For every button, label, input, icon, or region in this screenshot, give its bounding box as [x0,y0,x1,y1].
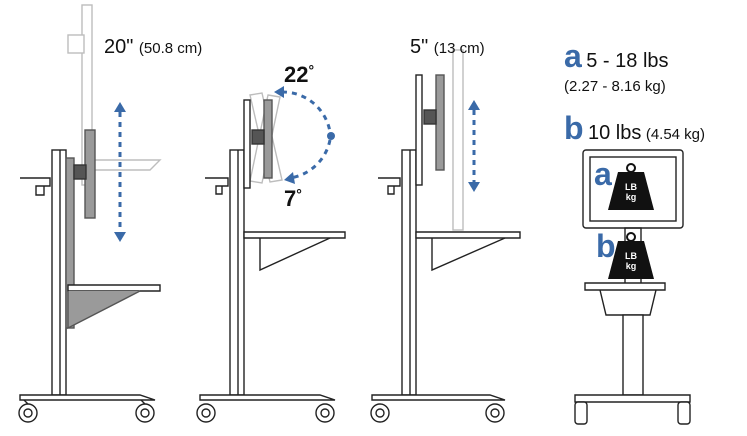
tilt-up-value: 22 [284,62,309,87]
cart-small-adjust [370,49,521,423]
height-adjust-metric: (50.8 cm) [138,40,203,57]
small-adjust-metric: (13 cm) [433,40,485,57]
capacity-b-letter: b [564,110,584,146]
degree-symbol: ° [296,186,302,202]
capacity-b-value: 10 lbs [588,122,642,144]
small-arrow-icon [468,100,480,192]
small-adjust-value: 5" [410,36,429,58]
weight-label-a: LB kg [622,182,640,202]
capacity-a: a 5 - 18 lbs [564,40,669,73]
tilt-up-label: 22° [284,62,314,88]
capacity-a-letter: a [564,38,582,74]
weight-b-line2: kg [625,261,637,271]
degree-symbol: ° [308,62,315,78]
cart-tilt [196,92,346,423]
tilt-arrow-icon [274,86,335,184]
weight-b-line1: LB [625,251,637,261]
height-adjust-label: 20" (50.8 cm) [104,36,202,59]
height-arrow-icon [114,102,126,242]
capacity-b: b 10 lbs (4.54 kg) [564,112,705,145]
tilt-down-label: 7° [284,186,302,212]
cart-height-adjust [18,4,162,423]
height-adjust-value: 20" [104,36,134,58]
weight-icon-a [608,163,654,210]
front-letter-a: a [594,156,612,192]
capacity-b-metric: (4.54 kg) [645,126,706,143]
weight-icon-b [608,232,654,279]
weight-a-line1: LB [625,182,637,192]
small-adjust-label: 5" (13 cm) [410,36,485,59]
capacity-a-value: 5 - 18 lbs [586,50,669,72]
tilt-down-value: 7 [284,186,297,211]
weight-a-line2: kg [625,192,637,202]
capacity-a-metric: (2.27 - 8.16 kg) [564,78,666,95]
front-letter-b: b [596,228,616,264]
weight-label-b: LB kg [622,251,640,271]
ghost-monitor-top [67,4,162,186]
